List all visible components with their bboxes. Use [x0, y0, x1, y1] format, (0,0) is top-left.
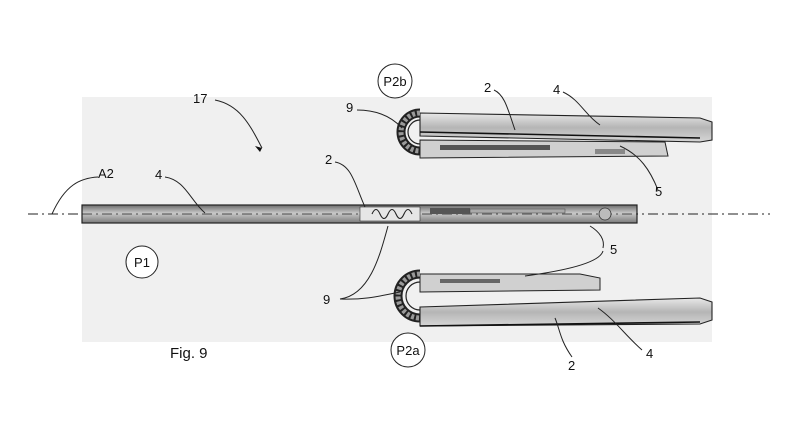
position-circle-p2b	[377, 63, 413, 99]
label-4-lower: 4	[646, 346, 653, 361]
folded-device-upper	[396, 108, 713, 159]
label-4-upper: 4	[553, 82, 560, 97]
label-4-flat: 4	[155, 167, 162, 182]
figure-caption: Fig. 9	[170, 345, 208, 362]
label-2-upper: 2	[484, 80, 491, 95]
label-9-lower: 9	[323, 292, 330, 307]
flat-device	[81, 204, 638, 224]
arrow-head	[255, 146, 262, 152]
position-label-p2a: P2a	[396, 343, 420, 358]
label-2-flat: 2	[325, 152, 332, 167]
label-axis-a2: A2	[98, 166, 114, 181]
label-17: 17	[193, 91, 207, 106]
folded-device-lower	[393, 269, 713, 327]
position-circle-p2a	[390, 332, 426, 368]
label-9-upper: 9	[346, 100, 353, 115]
label-2-lower: 2	[568, 358, 575, 373]
position-label-p2b: P2b	[383, 74, 406, 89]
label-5-lower: 5	[610, 242, 617, 257]
label-5-upper: 5	[655, 184, 662, 199]
position-circle-p1	[125, 245, 159, 279]
position-label-p1: P1	[134, 255, 150, 270]
leader-lines	[51, 89, 659, 358]
